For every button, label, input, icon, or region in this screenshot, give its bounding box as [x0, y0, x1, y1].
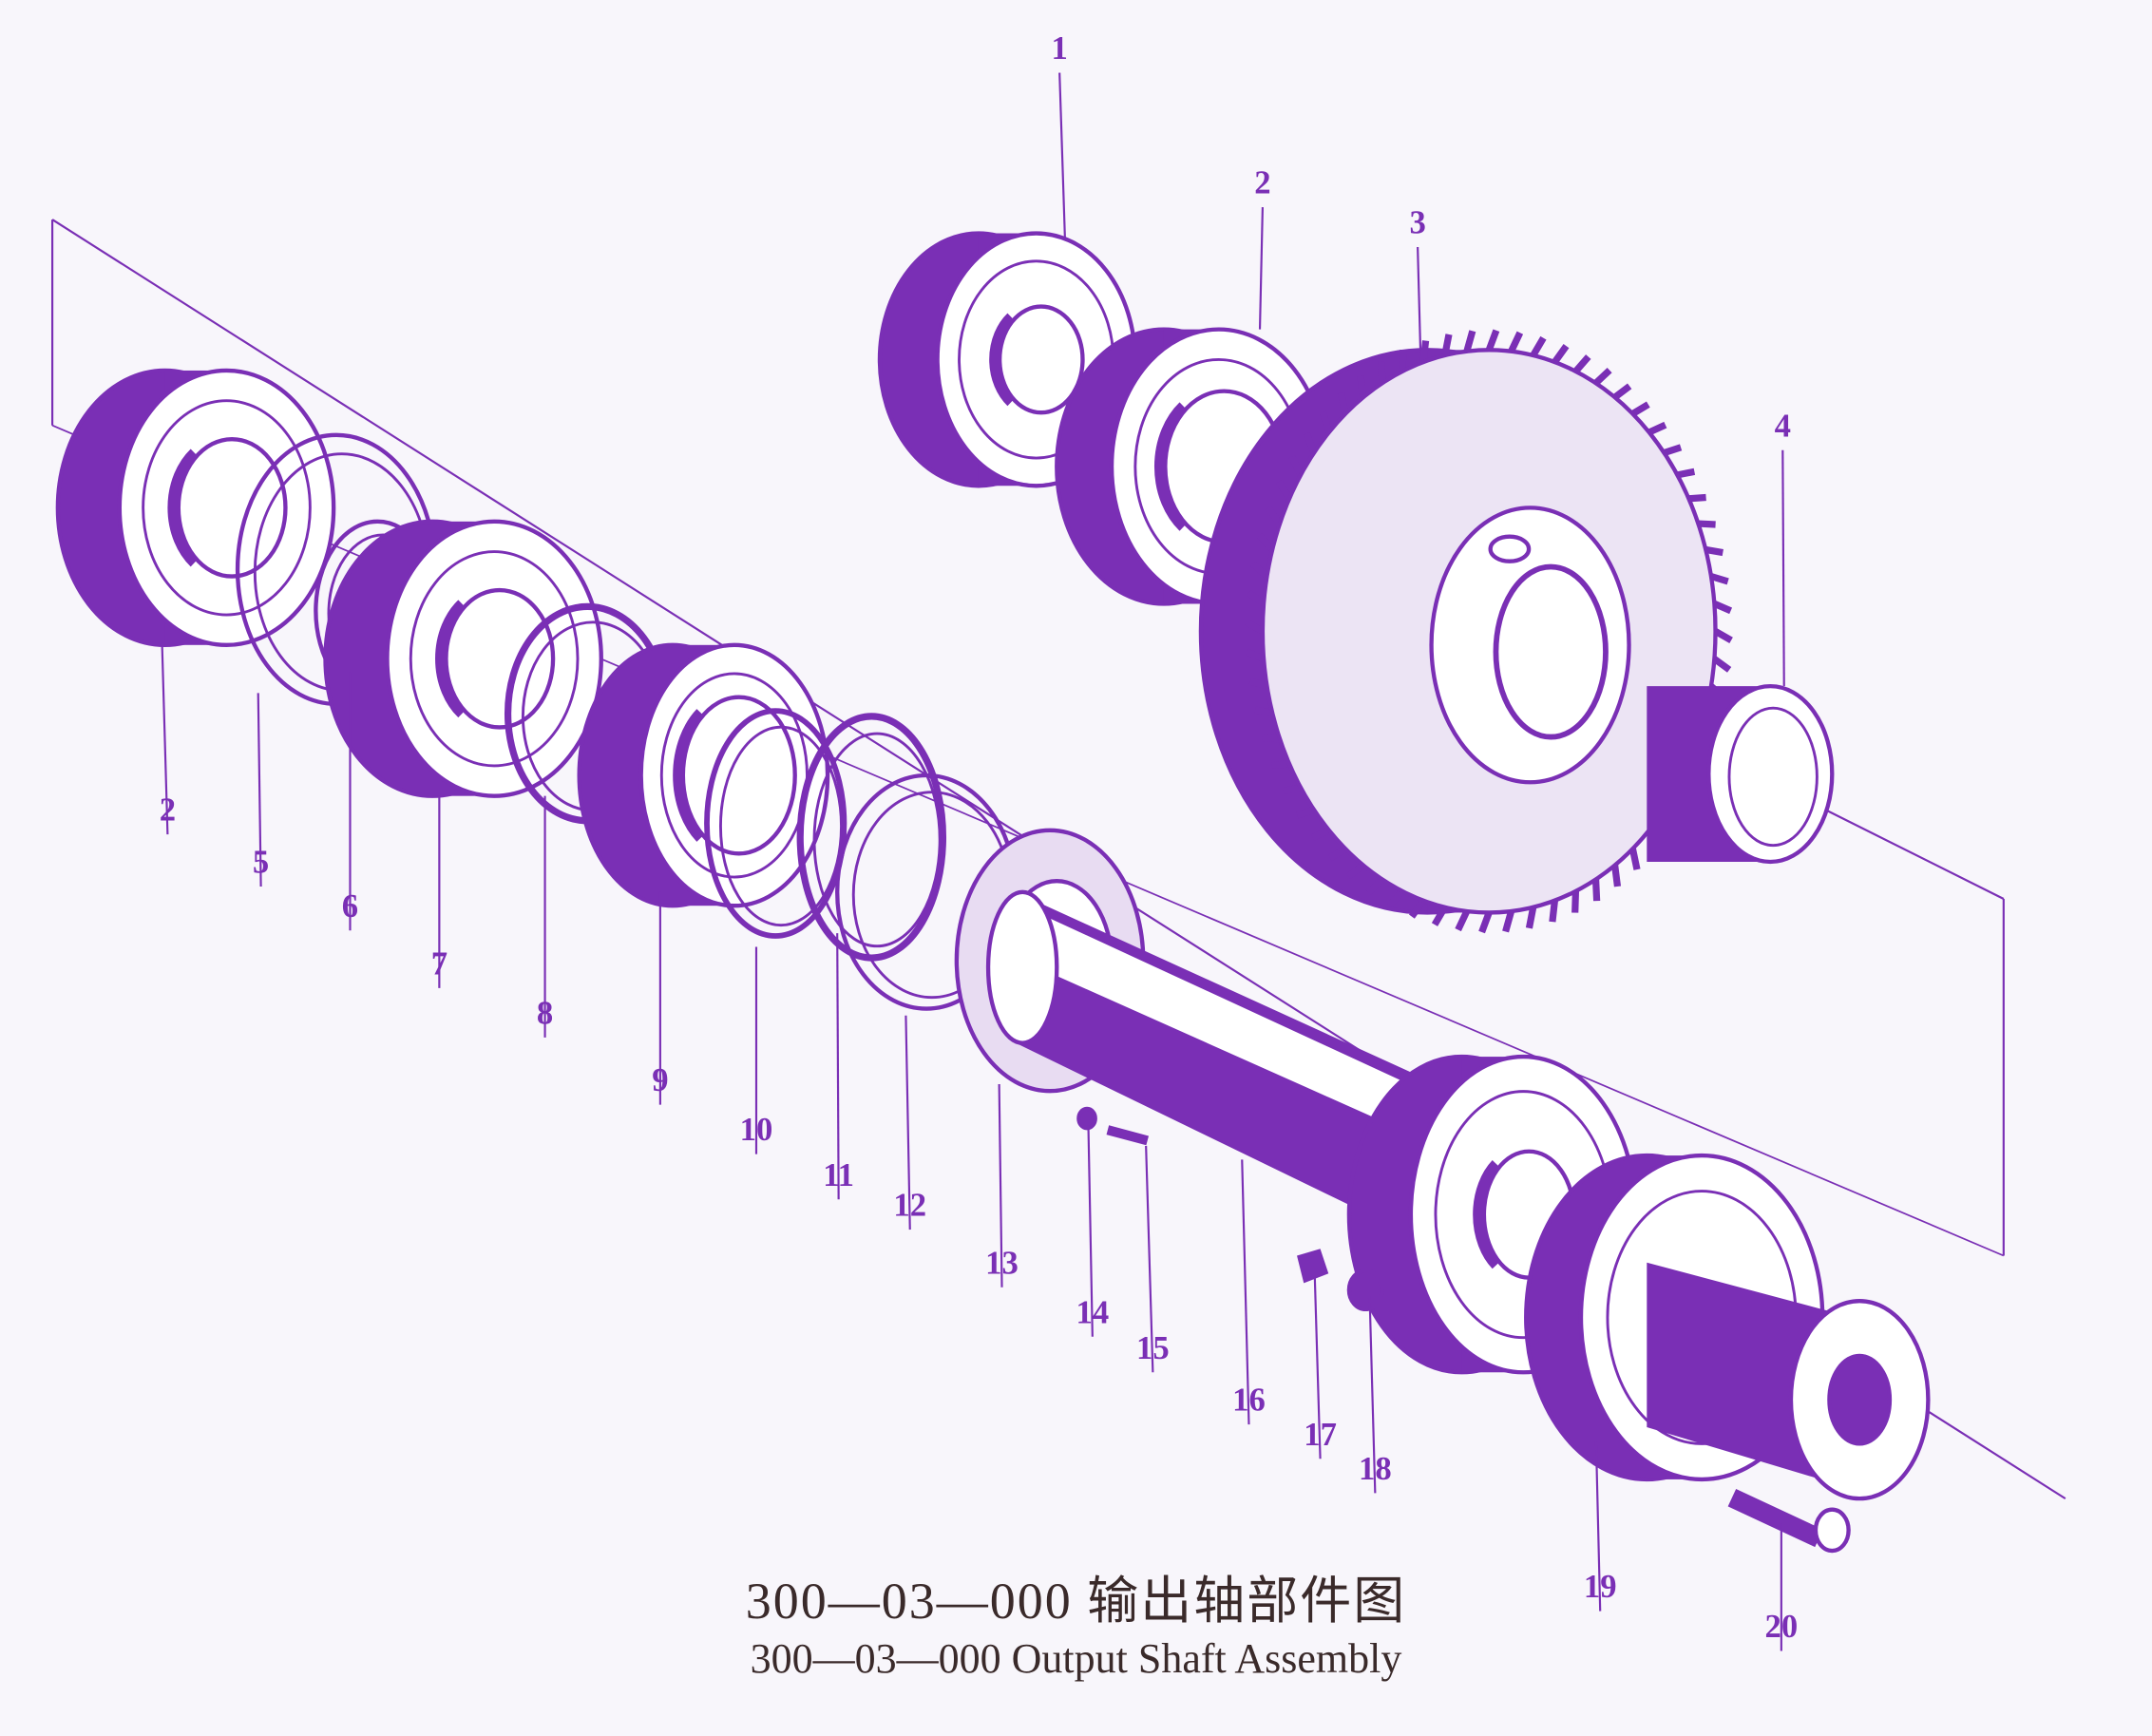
callout-label-20: 20	[1765, 1609, 1799, 1645]
callout-label-15: 15	[1136, 1330, 1170, 1366]
callout-leader-2	[1258, 207, 1265, 330]
callout-leader-5	[257, 693, 262, 887]
bearing-7-bore-shade	[435, 600, 467, 718]
ring-10-inner	[718, 725, 843, 927]
callout-label-11: 11	[823, 1157, 854, 1193]
callout-leader-17	[1313, 1276, 1322, 1459]
bearing-2-left-bore-shade	[167, 448, 199, 567]
ring-11-inner	[812, 732, 942, 948]
gear-3-hole	[1488, 534, 1532, 563]
bolt-20-shank	[1727, 1489, 1823, 1548]
callout-leader-15	[1145, 1145, 1154, 1373]
callout-label-12: 12	[893, 1188, 926, 1224]
shaft-16-end	[985, 889, 1059, 1045]
hub-bore	[1827, 1353, 1893, 1446]
callout-leader-14	[1087, 1125, 1094, 1337]
coupling-flange-bore-shade	[1473, 1160, 1501, 1269]
ring-10-outer	[704, 708, 847, 939]
bearing-7-race	[409, 550, 580, 768]
bearing-2-top-bore-shade	[1153, 402, 1188, 531]
callout-leader-11	[836, 933, 840, 1200]
callout-leader-18	[1368, 1296, 1377, 1494]
callout-leader-3	[1417, 246, 1422, 351]
callout-label-5: 5	[253, 845, 269, 881]
callout-label-7: 7	[431, 945, 448, 982]
screw-15	[1106, 1125, 1150, 1146]
callout-label-16: 16	[1232, 1383, 1266, 1419]
caption-english: 300—03—000 Output Shaft Assembly	[750, 1635, 1402, 1682]
screw-14	[1076, 1106, 1097, 1131]
callout-leader-1	[1058, 72, 1067, 240]
ring-11-outer	[796, 713, 947, 962]
callout-leader-13	[998, 1083, 1003, 1288]
shaft-16-highlight	[1022, 906, 1469, 1160]
bearing-1-bore-shade	[989, 313, 1016, 407]
frame-line	[1824, 809, 2005, 900]
part-9-bore-shade	[673, 709, 705, 842]
callout-label-17: 17	[1304, 1417, 1337, 1453]
nut-17	[1297, 1249, 1329, 1284]
callout-label-1: 1	[1052, 30, 1068, 67]
callout-leader-12	[905, 1015, 911, 1230]
callout-leader-16	[1241, 1159, 1250, 1425]
sleeve-4-bore	[1727, 706, 1819, 848]
callout-leader-19	[1594, 1440, 1602, 1612]
callout-leader-4	[1781, 449, 1785, 687]
callout-label-19: 19	[1584, 1569, 1617, 1605]
callout-label-9: 9	[652, 1062, 668, 1098]
callout-label-10: 10	[740, 1112, 773, 1148]
callout-label-13: 13	[985, 1245, 1019, 1281]
gear-3-bore	[1493, 563, 1609, 740]
bolt-20-head	[1813, 1507, 1851, 1554]
callout-leader-2	[161, 644, 169, 835]
callout-label-3: 3	[1409, 205, 1425, 241]
callout-label-18: 18	[1359, 1451, 1392, 1487]
bearing-2-left-race	[142, 399, 312, 617]
callout-label-2: 2	[160, 792, 176, 829]
callout-label-14: 14	[1076, 1294, 1110, 1330]
callout-label-6: 6	[342, 888, 358, 925]
caption-chinese: 300—03—000 输出轴部件图	[745, 1573, 1407, 1630]
washer-18	[1346, 1269, 1384, 1311]
callout-label-8: 8	[537, 995, 553, 1031]
callout-label-4: 4	[1775, 408, 1791, 444]
callout-label-2: 2	[1254, 165, 1270, 201]
